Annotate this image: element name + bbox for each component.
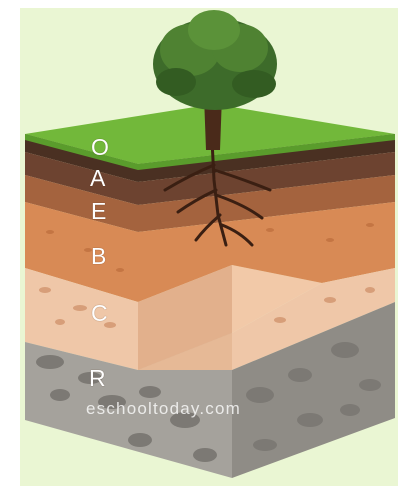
horizon-label-r: R <box>89 367 106 390</box>
horizon-label-b: B <box>91 245 106 268</box>
horizon-label-a: A <box>90 167 105 190</box>
watermark-text: eschooltoday.com <box>86 399 241 419</box>
horizon-label-e: E <box>91 200 106 223</box>
horizon-label-o: O <box>91 136 109 159</box>
horizon-label-c: C <box>91 302 108 325</box>
